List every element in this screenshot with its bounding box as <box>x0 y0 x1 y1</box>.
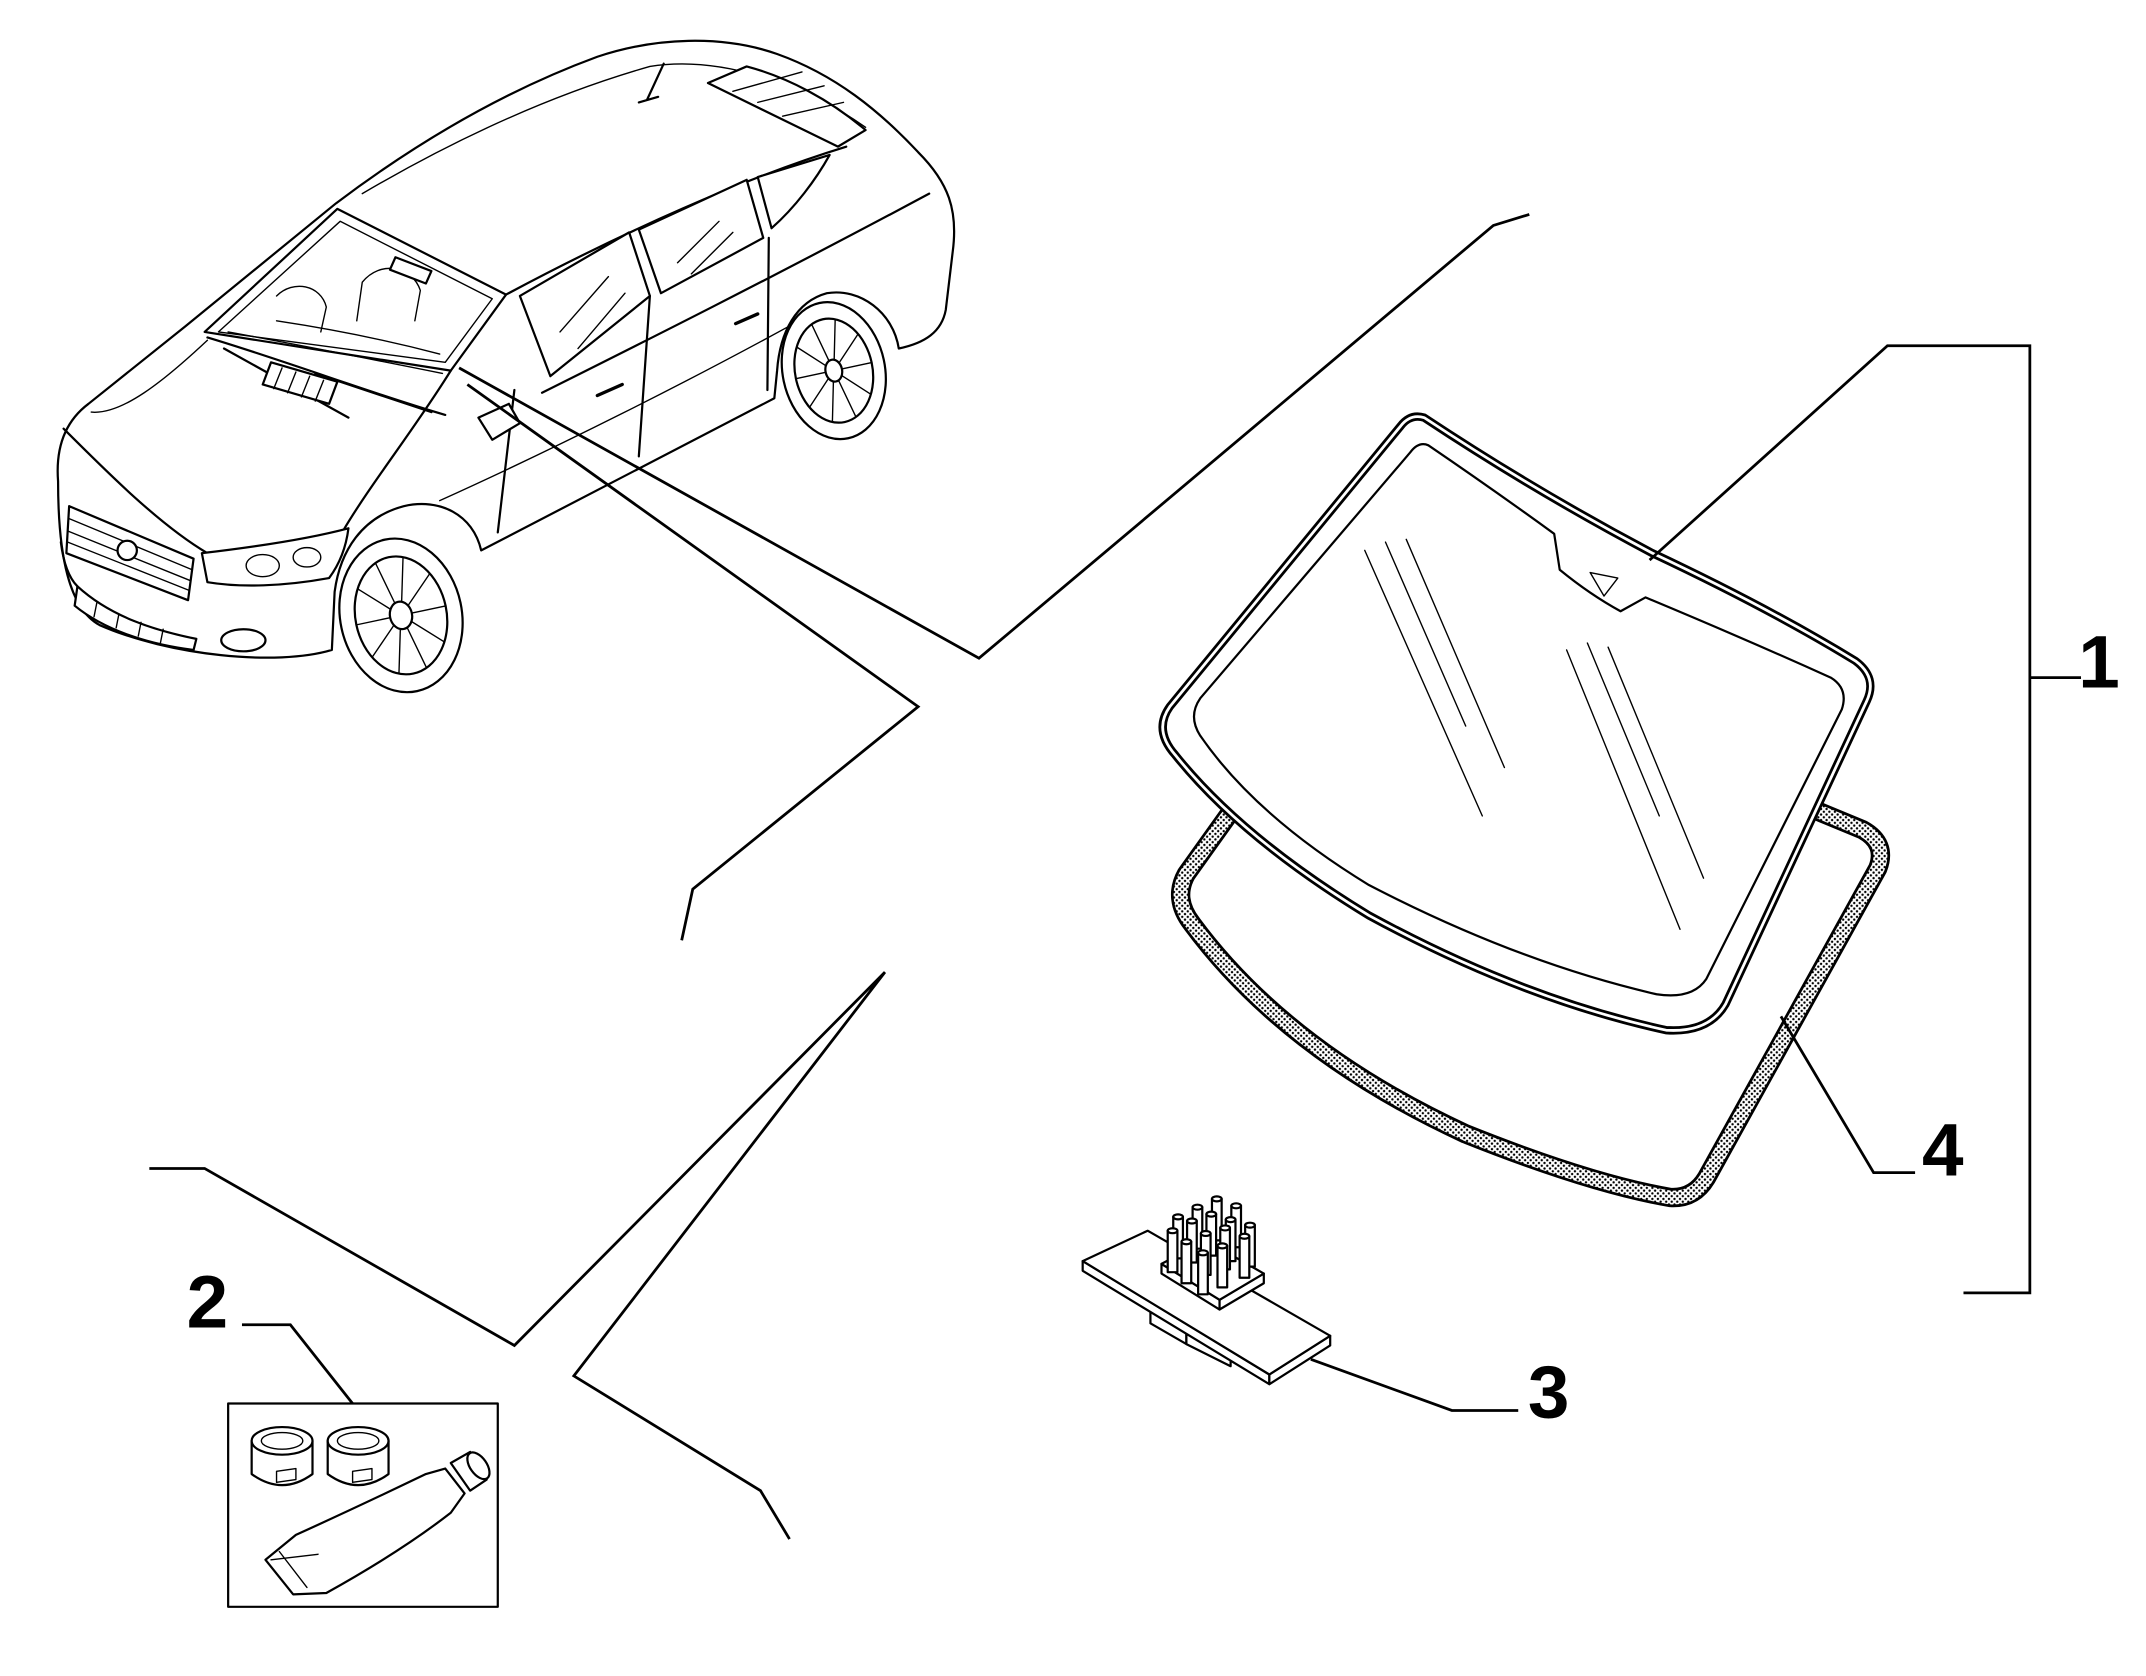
car-badge <box>116 539 138 562</box>
car-rear-door-window <box>637 178 765 295</box>
car-bumper-line <box>59 540 79 588</box>
car-headlight-lamp <box>245 553 281 578</box>
car-fog-lamp <box>220 628 267 653</box>
callout-3-label: 3 <box>1528 1349 1570 1433</box>
kit-tube <box>264 1450 491 1596</box>
car-front-spokes <box>355 556 447 675</box>
part-2-kit <box>227 1402 499 1608</box>
callout-4: 4 <box>1779 1015 1964 1191</box>
pin <box>1238 1232 1251 1279</box>
car-interior-dashboard <box>227 320 444 375</box>
jar-lid <box>250 1425 314 1456</box>
callout-4-label: 4 <box>1922 1107 1964 1191</box>
car-beltline <box>540 192 931 394</box>
car-front-wheel <box>338 537 464 694</box>
car-rear-window <box>706 65 867 148</box>
jar-label <box>351 1467 373 1484</box>
car-window-interior-lines <box>559 220 734 350</box>
windshield-reflections-left <box>1364 538 1506 817</box>
car-rear-spokes <box>795 318 873 423</box>
car-rear-window-lines <box>732 71 845 117</box>
callout-4-leader <box>1779 1015 1916 1175</box>
callout-1-label: 1 <box>2078 619 2120 703</box>
windshield-outer-edge <box>1163 417 1871 1031</box>
tube-cap-top <box>466 1451 491 1481</box>
car-hood-crease <box>90 339 209 413</box>
callout-1-leader <box>1648 344 2082 1295</box>
car-lower-intake-lines <box>93 602 164 644</box>
detail-cut-line-lower <box>149 971 887 1540</box>
part-3-bracket <box>1081 1195 1332 1386</box>
car-windshield <box>203 207 508 372</box>
car-windshield-inner <box>217 220 493 364</box>
car-front-hub <box>388 600 414 631</box>
windshield-inner-border <box>1192 443 1845 997</box>
callout-2-leader <box>241 1323 354 1405</box>
windshield-mirror-mark <box>1589 571 1619 597</box>
part-1-windshield <box>1163 417 1871 1031</box>
car-rear-hub <box>824 358 844 383</box>
car-cowl-vent-slats <box>273 367 325 402</box>
pin <box>1166 1227 1179 1274</box>
pin <box>1197 1249 1209 1296</box>
callout-1: 1 <box>1648 344 2120 1295</box>
jar-lid-inner <box>336 1431 380 1450</box>
pin <box>1180 1238 1193 1285</box>
car-door-handles <box>595 312 760 398</box>
windshield-reflections-right <box>1565 642 1705 930</box>
callout-3-leader <box>1310 1357 1519 1412</box>
kit-jar-right <box>326 1425 390 1487</box>
car-lower-intake <box>73 585 198 652</box>
detail-cut-line-upper <box>458 213 1530 660</box>
jar-lid-inner <box>260 1431 304 1450</box>
tube-crimp <box>270 1550 319 1589</box>
jar-lid <box>326 1425 390 1456</box>
car-hood-side-edge <box>341 369 452 533</box>
car-rearview-mirror <box>388 256 433 285</box>
callout-2-label: 2 <box>187 1259 229 1343</box>
car-hood-front-edge <box>62 427 209 555</box>
car-quarter-window <box>756 153 831 230</box>
car-illustration <box>56 39 956 694</box>
kit-jar-left <box>250 1425 314 1487</box>
jar-label <box>275 1467 297 1484</box>
callout-2: 2 <box>187 1259 354 1405</box>
detail-cut-line-upper-inner <box>466 383 921 941</box>
car-side-crease <box>439 314 810 502</box>
tube-body <box>264 1467 466 1596</box>
callout-3: 3 <box>1310 1349 1570 1433</box>
pin <box>1216 1242 1229 1289</box>
car-headlight-lamp <box>292 546 322 568</box>
car-headlight <box>200 527 350 587</box>
car-antenna <box>637 62 665 104</box>
car-rear-wheel <box>780 301 887 441</box>
